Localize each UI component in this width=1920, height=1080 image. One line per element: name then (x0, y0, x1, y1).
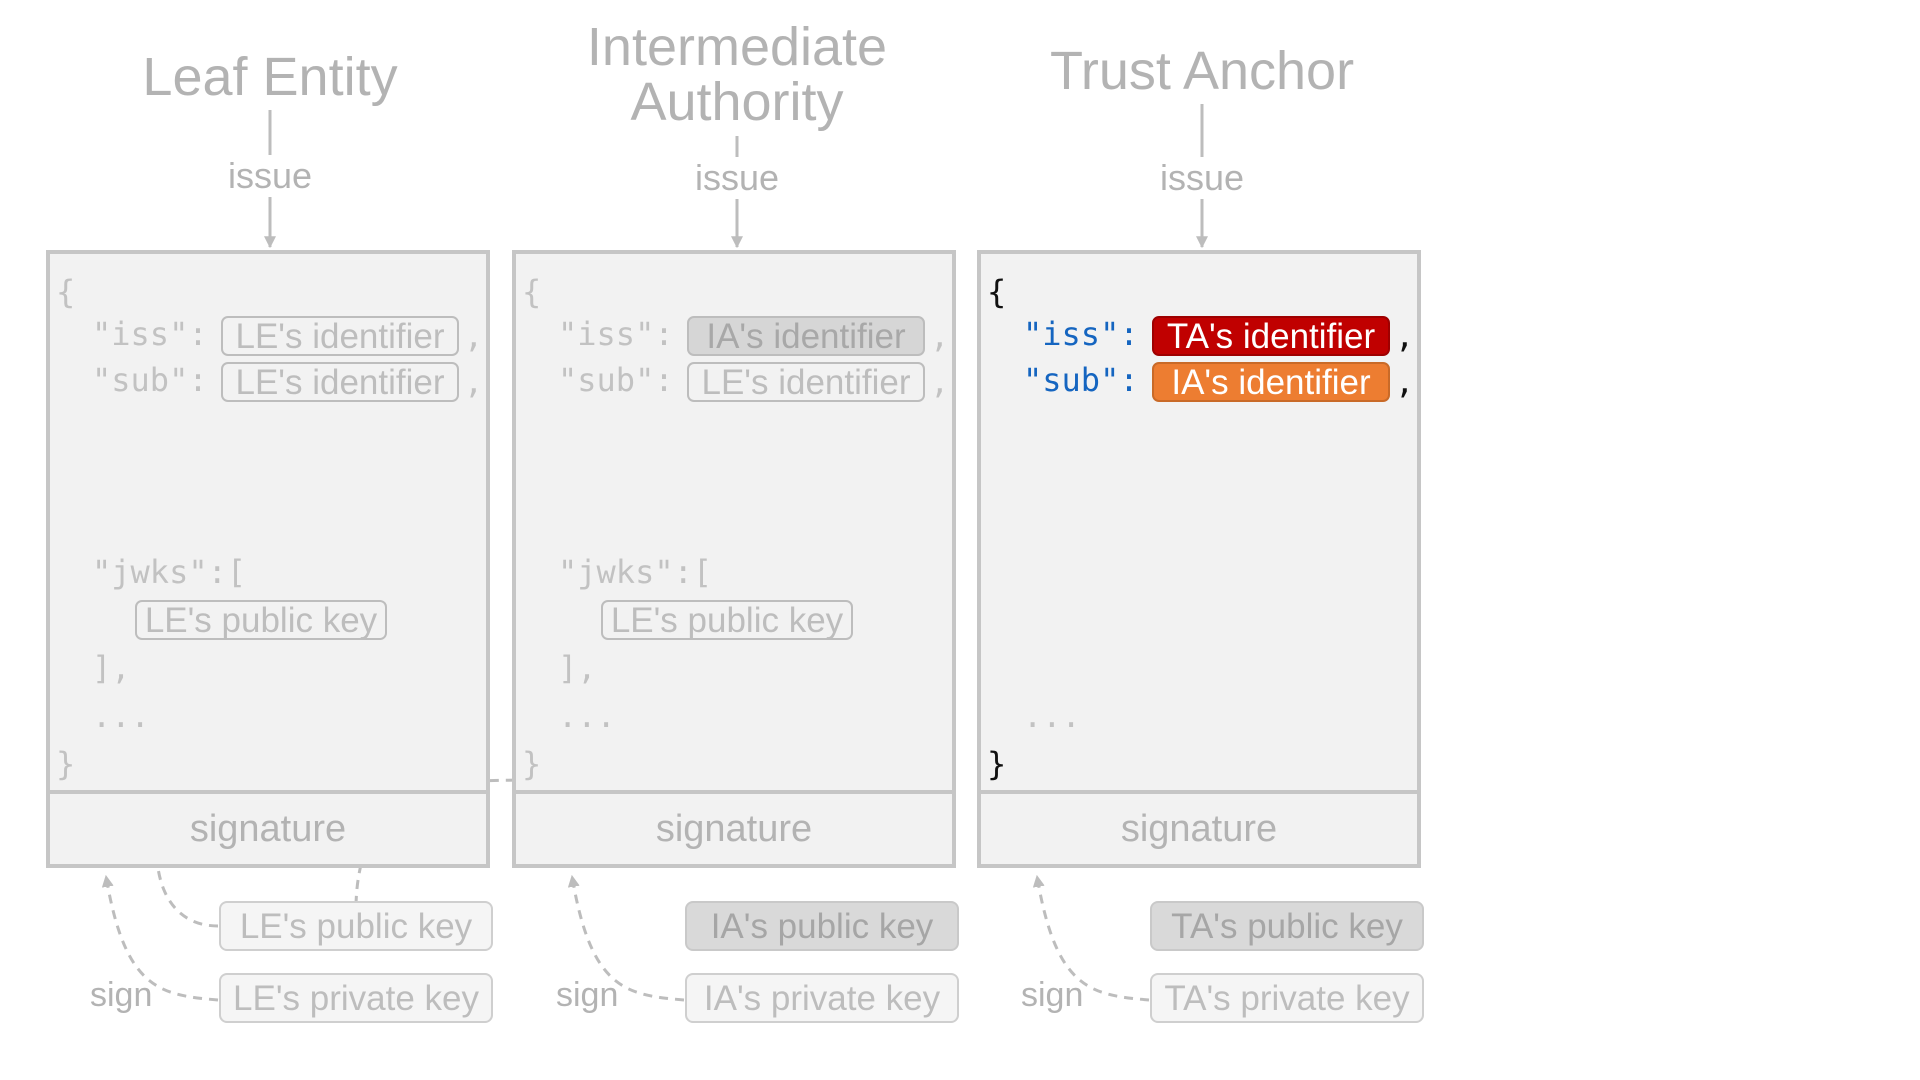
iss-comma: , (930, 317, 950, 355)
private-key-intermediate-authority: IA's private key (685, 973, 959, 1023)
private-key-leaf-entity: LE's private key (219, 973, 493, 1023)
sub-comma: , (1395, 363, 1415, 401)
public-key-intermediate-authority: IA's public key (685, 901, 959, 951)
title-intermediate-authority: Intermediate Authority (586, 17, 888, 133)
iss-value-pill: LE's identifier (221, 316, 459, 356)
ellipsis: ... (92, 697, 150, 735)
iss-key: "iss": (558, 315, 674, 353)
open-brace: { (522, 273, 542, 311)
public-key-leaf-entity: LE's public key (219, 901, 493, 951)
jwks-close: ], (92, 649, 131, 687)
statement-body: { "iss": LE's identifier , "sub": LE's i… (50, 254, 486, 794)
jwks-close: ], (558, 649, 597, 687)
sub-value-pill: LE's identifier (221, 362, 459, 402)
public-key-trust-anchor: TA's public key (1150, 901, 1424, 951)
entity-statement-intermediate-authority: { "iss": IA's identifier , "sub": LE's i… (512, 250, 956, 868)
close-brace: } (987, 745, 1007, 783)
issue-label-leaf-entity: issue (222, 155, 319, 197)
iss-value-pill: TA's identifier (1152, 316, 1390, 356)
open-brace: { (987, 273, 1007, 311)
ellipsis: ... (558, 697, 616, 735)
iss-value-pill: IA's identifier (687, 316, 925, 356)
close-brace: } (522, 745, 542, 783)
sign-label-trust-anchor: sign (1021, 976, 1084, 1014)
sign-arrow-ia (567, 874, 685, 1002)
jwks-value-pill: LE's public key (601, 600, 853, 640)
entity-statement-trust-anchor: { "iss": TA's identifier , "sub": IA's i… (977, 250, 1421, 868)
statement-body: { "iss": TA's identifier , "sub": IA's i… (981, 254, 1417, 794)
private-key-trust-anchor: TA's private key (1150, 973, 1424, 1023)
signature-section: signature (516, 790, 952, 864)
jwks-value-pill: LE's public key (135, 600, 387, 640)
ellipsis: ... (1023, 697, 1081, 735)
title-leaf-entity: Leaf Entity (142, 47, 398, 107)
iss-key: "iss": (92, 315, 208, 353)
title-trust-anchor: Trust Anchor (1049, 41, 1355, 101)
signature-section: signature (981, 790, 1417, 864)
open-brace: { (56, 273, 76, 311)
sub-key: "sub": (92, 361, 208, 399)
sub-comma: , (464, 363, 484, 401)
issue-label-intermediate-authority: issue (689, 157, 786, 199)
iss-comma: , (1395, 317, 1415, 355)
entity-statement-leaf-entity: { "iss": LE's identifier , "sub": LE's i… (46, 250, 490, 868)
sub-key: "sub": (558, 361, 674, 399)
sign-label-leaf-entity: sign (90, 976, 153, 1014)
sign-label-intermediate-authority: sign (556, 976, 619, 1014)
sign-arrow-ta (1032, 874, 1150, 1002)
sub-value-pill: LE's identifier (687, 362, 925, 402)
iss-key: "iss": (1023, 315, 1139, 353)
jwks-open: "jwks":[ (92, 553, 247, 591)
sub-comma: , (930, 363, 950, 401)
jwks-open: "jwks":[ (558, 553, 713, 591)
statement-body: { "iss": IA's identifier , "sub": LE's i… (516, 254, 952, 794)
signature-section: signature (50, 790, 486, 864)
close-brace: } (56, 745, 76, 783)
sign-arrow-le (101, 874, 219, 1002)
iss-comma: , (464, 317, 484, 355)
issue-label-trust-anchor: issue (1154, 157, 1251, 199)
sub-key: "sub": (1023, 361, 1139, 399)
sub-value-pill: IA's identifier (1152, 362, 1390, 402)
